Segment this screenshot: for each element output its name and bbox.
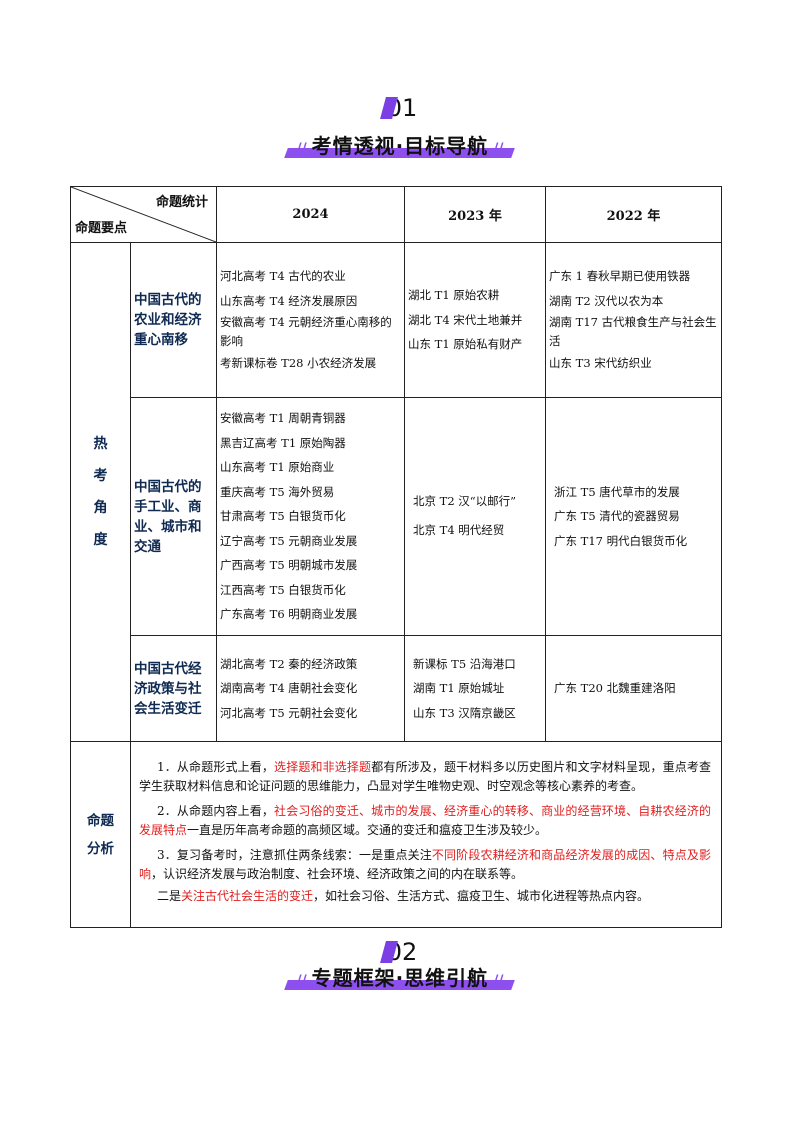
topic-2023-cell: 湖北 T1 原始农耕 湖北 T4 宋代土地兼并 山东 T1 原始私有财产 [404, 242, 546, 398]
slash-decoration-left: // [296, 141, 312, 157]
analysis-paragraph: 2．从命题内容上看，社会习俗的变迁、城市的发展、经济重心的转移、商业的经营环境、… [139, 803, 711, 838]
list-item: 广西高考 T5 明朝城市发展 [220, 558, 358, 573]
list-item: 河北高考 T5 元朝社会变化 [220, 705, 358, 720]
list-item: 重庆高考 T5 海外贸易 [220, 484, 335, 499]
analysis-paragraph: 二是关注古代社会生活的变迁，如社会习俗、生活方式、瘟疫卫生、城市化进程等热点内容… [157, 888, 650, 903]
section-number-1: 01 [0, 94, 800, 122]
topic-2023-cell: 北京 T2 汉“以邮行” 北京 T4 明代经贸 [404, 397, 546, 636]
list-item: 山东高考 T4 经济发展原因 [220, 293, 358, 308]
list-item: 山东 T1 原始私有财产 [408, 337, 523, 352]
section-title-1: // 考情透视·目标导航 // [0, 130, 800, 159]
list-item: 考新课标卷 T28 小农经济发展 [220, 356, 377, 371]
exam-analysis-table: 命题统计 命题要点 2024 2023 年 2022 年 热 考 角 度 中国古… [70, 186, 722, 928]
list-item: 山东高考 T1 原始商业 [220, 460, 335, 475]
topic-2022-cell: 广东 1 春秋早期已使用铁器 湖南 T2 汉代以农为本 湖南 T17 古代粮食生… [545, 242, 722, 398]
list-item: 湖北 T1 原始农耕 [408, 288, 500, 303]
topic-2024-cell: 湖北高考 T2 秦的经济政策 湖南高考 T4 唐朝社会变化 河北高考 T5 元朝… [216, 635, 405, 742]
list-item: 湖北 T4 宋代土地兼并 [408, 312, 523, 327]
year-header-2023: 2023 年 [404, 186, 546, 243]
analysis-text-cell: 1．从命题形式上看，选择题和非选择题都有所涉及，题干材料多以历史图片和文字材料呈… [130, 741, 722, 928]
list-item: 北京 T4 明代经贸 [413, 523, 505, 538]
list-item: 甘肃高考 T5 白银货币化 [220, 509, 346, 524]
list-item: 广东 1 春秋早期已使用铁器 [549, 269, 691, 284]
topic-name: 中国古代的农业和经济重心南移 [130, 242, 217, 398]
list-item: 山东 T3 汉隋京畿区 [413, 705, 516, 720]
topic-name: 中国古代经济政策与社会生活变迁 [130, 635, 217, 742]
analysis-label: 命题 分析 [70, 741, 131, 928]
slash-decoration-left: // [296, 973, 312, 989]
list-item: 山东 T3 宋代纺织业 [549, 356, 652, 371]
list-item: 广东 T17 明代白银货币化 [554, 533, 688, 548]
topic-2024-cell: 安徽高考 T1 周朝青铜器 黑吉辽高考 T1 原始陶器 山东高考 T1 原始商业… [216, 397, 405, 636]
year-header-2024: 2024 [216, 186, 405, 243]
slash-decoration-right: // [493, 141, 504, 157]
list-item: 河北高考 T4 古代的农业 [220, 269, 346, 284]
list-item: 湖北高考 T2 秦的经济政策 [220, 656, 358, 671]
corner-top-label: 命题统计 [155, 195, 208, 210]
list-item: 湖南高考 T4 唐朝社会变化 [220, 681, 358, 696]
list-item: 江西高考 T5 白银货币化 [220, 582, 346, 597]
list-item: 湖南 T1 原始城址 [413, 681, 505, 696]
hot-angle-label: 热 考 角 度 [70, 242, 131, 742]
topic-2024-cell: 河北高考 T4 古代的农业 山东高考 T4 经济发展原因 安徽高考 T4 元朝经… [216, 242, 405, 398]
list-item: 湖南 T2 汉代以农为本 [549, 293, 664, 308]
list-item: 湖南 T17 古代粮食生产与社会生活 [549, 315, 717, 349]
list-item: 广东高考 T6 明朝商业发展 [220, 607, 358, 622]
list-item: 安徽高考 T4 元朝经济重心南移的影响 [220, 315, 392, 349]
year-header-2022: 2022 年 [545, 186, 722, 243]
corner-header-cell: 命题统计 命题要点 [70, 186, 217, 243]
corner-bottom-label: 命题要点 [75, 221, 128, 236]
topic-2022-cell: 浙江 T5 唐代草市的发展 广东 T5 清代的瓷器贸易 广东 T17 明代白银货… [545, 397, 722, 636]
analysis-paragraph: 3．复习备考时，注意抓住两条线索：一是重点关注不同阶段农耕经济和商品经济发展的成… [139, 847, 711, 882]
list-item: 广东 T20 北魏重建洛阳 [554, 681, 676, 696]
topic-name: 中国古代的手工业、商业、城市和交通 [130, 397, 217, 636]
list-item: 新课标 T5 沿海港口 [413, 656, 516, 671]
section-title-2: // 专题框架·思维引航 // [0, 962, 800, 991]
list-item: 浙江 T5 唐代草市的发展 [554, 484, 680, 499]
topic-2022-cell: 广东 T20 北魏重建洛阳 [545, 635, 722, 742]
list-item: 安徽高考 T1 周朝青铜器 [220, 411, 346, 426]
slash-decoration-right: // [493, 973, 504, 989]
list-item: 辽宁高考 T5 元朝商业发展 [220, 533, 358, 548]
list-item: 北京 T2 汉“以邮行” [413, 494, 517, 509]
topic-2023-cell: 新课标 T5 沿海港口 湖南 T1 原始城址 山东 T3 汉隋京畿区 [404, 635, 546, 742]
analysis-paragraph: 1．从命题形式上看，选择题和非选择题都有所涉及，题干材料多以历史图片和文字材料呈… [139, 759, 711, 794]
list-item: 黑吉辽高考 T1 原始陶器 [220, 435, 346, 450]
list-item: 广东 T5 清代的瓷器贸易 [554, 509, 680, 524]
